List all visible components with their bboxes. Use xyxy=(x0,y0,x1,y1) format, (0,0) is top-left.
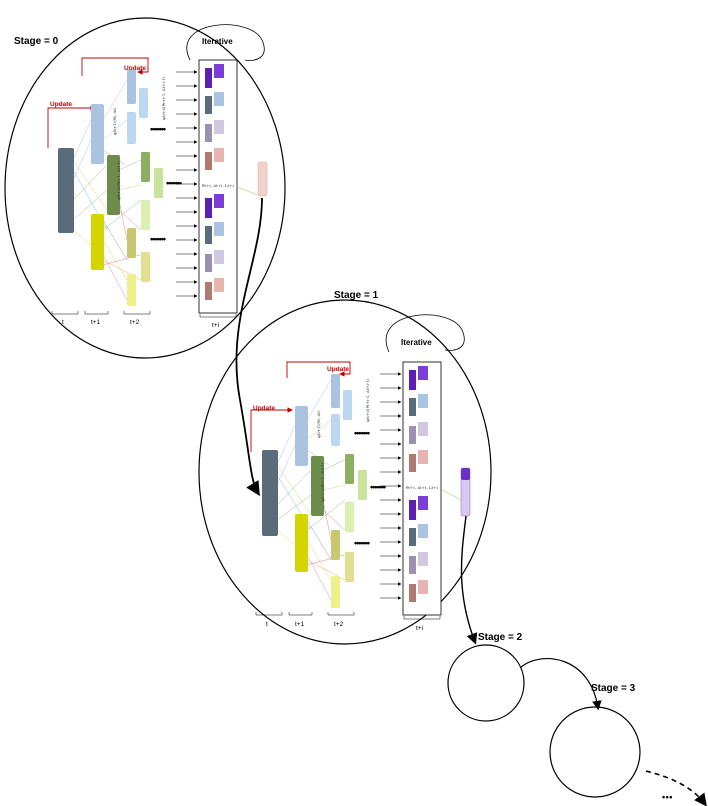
stage-0-output-link xyxy=(236,186,259,196)
stage-1-node-t1-green xyxy=(311,456,324,516)
stage-0-update-path-2 xyxy=(81,57,149,76)
stage-0-time-braces xyxy=(51,311,237,318)
stage-0-node-t1-blue xyxy=(91,104,104,164)
stage-0-output-vector xyxy=(257,161,268,197)
stage-0-node-t2-blue-1 xyxy=(127,70,136,104)
stage-1-node-t2-blue-3 xyxy=(331,414,340,446)
stage-1-time-ti: t+i xyxy=(416,625,423,632)
stage-0-time-t2: t+2 xyxy=(130,319,140,326)
stage-1-input-arrows xyxy=(380,372,402,600)
stage-1-time-braces xyxy=(255,612,441,620)
stage-1-formula-2: φ(t+2)(θt+1, Δt+1) xyxy=(320,462,325,502)
stage-1-to-stage-2-arrow xyxy=(460,515,478,645)
stage-1-node-t2-blue-2 xyxy=(343,390,352,420)
stage-0-node-t2-blue-3 xyxy=(127,112,136,144)
stage-0-t-i-blocks xyxy=(205,64,224,300)
stage-0-node-t2-yellow-1 xyxy=(127,228,136,258)
stage-0-update-path-1 xyxy=(47,105,96,148)
continuation-arrow xyxy=(645,770,707,806)
stage-1-update-label-2: Update xyxy=(327,366,349,373)
stage-1-formula-1: φ(t+1)(θt, Δt) xyxy=(316,410,321,438)
stage-1-node-t xyxy=(262,450,278,536)
stage-1-group: Stage = 1 Iterative Update Update xyxy=(198,290,492,645)
stage-0-iterative-loop xyxy=(186,24,265,61)
stage-0-node-t-yellow xyxy=(91,214,104,270)
stage-1-node-t2-green-3 xyxy=(345,502,354,532)
stage-0-time-ti: t+i xyxy=(212,322,219,329)
stage-1-node-t1-blue xyxy=(295,406,308,466)
stage-2-to-stage-3-arrow xyxy=(519,657,602,711)
stage-0-time-t: t xyxy=(62,319,64,326)
stage-1-output-vector-top xyxy=(461,468,470,480)
stage-0-dots-1: ••••••• xyxy=(150,124,166,134)
stage-0-ellipse xyxy=(4,17,286,359)
stage-0-node-t2-green-2 xyxy=(154,168,163,198)
stage-1-node-t2-blue-1 xyxy=(331,374,340,408)
stage-1-update-path-2 xyxy=(286,361,351,378)
stage-1-node-t2-yellow-1 xyxy=(331,530,340,560)
stage-1-time-t2: t+2 xyxy=(334,621,344,628)
stage-0-formula-4: θt+i, Δt+i, Lt+i xyxy=(202,183,234,188)
stage-0-update-label-2: Update xyxy=(124,65,146,72)
stage-0-formula-2: φ(t+2)(θt+1, Δt+1) xyxy=(116,160,121,200)
stage-3-label: Stage = 3 xyxy=(591,683,636,694)
stage-1-update-label-1: Update xyxy=(253,405,275,412)
stage-0-dots-3: ••••••• xyxy=(150,234,166,244)
stage-0-node-t2-yellow-3 xyxy=(127,274,136,306)
stage-0-to-stage-1-arrow xyxy=(235,197,263,497)
stage-0-node-t xyxy=(58,148,74,233)
stage-1-label: Stage = 1 xyxy=(334,290,379,301)
stage-3-group: Stage = 3 xyxy=(549,683,641,798)
stage-1-dots-1: ••••••• xyxy=(354,428,370,438)
stage-2-group: Stage = 2 xyxy=(447,632,525,722)
stage-0-iterative-label: Iterative xyxy=(202,37,233,46)
stage-1-output-link xyxy=(440,488,462,501)
stage-2-circle xyxy=(447,644,525,722)
stage-0-node-t2-yellow-2 xyxy=(141,252,150,282)
continuation-dots: • • • xyxy=(662,792,672,802)
stage-1-iterative-loop xyxy=(385,314,465,353)
stage-0-node-t2-blue-2 xyxy=(139,88,148,118)
stage-0-formula-1: φ(t+1)(θt, Δt) xyxy=(112,107,117,135)
stage-1-ellipse xyxy=(198,299,492,645)
stage-2-label: Stage = 2 xyxy=(478,632,523,643)
stage-1-node-t2-green-1 xyxy=(345,454,354,484)
stage-1-update-path-1 xyxy=(250,407,293,452)
stage-0-node-t2-green-3 xyxy=(141,200,150,230)
stage-1-node-t2-green-2 xyxy=(358,470,367,500)
stage-1-time-t1: t+1 xyxy=(295,621,305,628)
stage-1-node-t-yellow xyxy=(295,514,308,572)
stage-1-dots-2: ••••••• xyxy=(370,482,386,492)
stage-1-t-i-blocks xyxy=(409,366,428,602)
stage-1-time-t: t xyxy=(266,621,268,628)
stage-0-dots-2: ••••••• xyxy=(166,178,182,188)
stage-0-node-t2-green-1 xyxy=(141,152,150,182)
stage-1-node-t2-yellow-2 xyxy=(345,552,354,582)
stage-0-group: Stage = 0 Iterative Update Update xyxy=(4,17,286,359)
stage-1-formula-4: θt+i, Δt+i, Lt+i xyxy=(406,485,438,490)
stage-1-iterative-label: Iterative xyxy=(401,338,432,347)
stage-0-input-arrows xyxy=(176,70,198,298)
stage-0-label: Stage = 0 xyxy=(14,36,59,47)
stage-1-node-t2-yellow-3 xyxy=(331,576,340,608)
stage-0-formula-3: φ(t+i)(θt+i-1, Δt+i-1) xyxy=(161,76,166,120)
stage-0-node-t1-green xyxy=(107,155,120,215)
stage-3-circle xyxy=(549,706,641,798)
stage-0-update-label-1: Update xyxy=(50,101,72,108)
stage-1-dots-3: ••••••• xyxy=(354,538,370,548)
stage-1-formula-3: φ(t+i)(θt+i-1, Δt+i-1) xyxy=(365,378,370,422)
stage-0-time-t1: t+1 xyxy=(91,319,101,326)
